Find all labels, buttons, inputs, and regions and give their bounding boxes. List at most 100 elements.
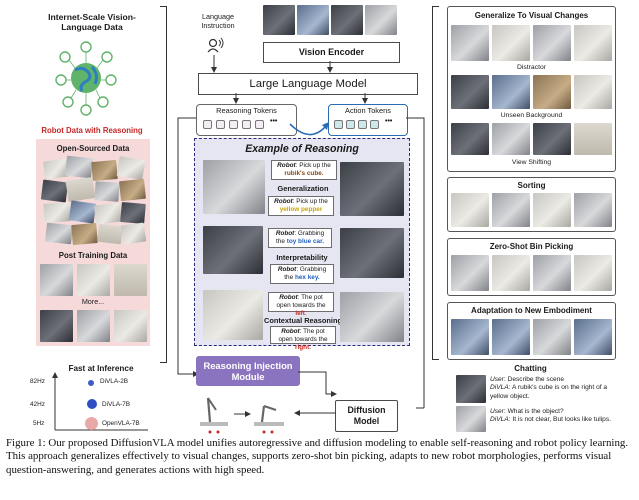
reasoning-ellipsis: ••• bbox=[270, 118, 278, 125]
injection-module: Reasoning Injection Module bbox=[196, 356, 300, 386]
action-tokens-box: Action Tokens ••• bbox=[328, 104, 408, 136]
diffusion-model-box: Diffusion Model bbox=[335, 400, 398, 432]
caption-text: Our proposed DiffusionVLA model unifies … bbox=[6, 437, 629, 476]
arrow-llm-to-reasoning bbox=[233, 93, 239, 104]
bubble-suffix: . bbox=[309, 344, 311, 351]
user-label: User bbox=[490, 408, 504, 415]
chat-message: User: Describe the scene DiVLA: A rubik'… bbox=[490, 376, 622, 401]
example-photo bbox=[203, 290, 263, 340]
right-bubble: Robot: Pick up the yellow pepper bbox=[268, 196, 334, 216]
left-bubble: Robot: The pot open towards the left. bbox=[268, 292, 334, 317]
model-label: DiVLA bbox=[490, 384, 509, 392]
robot-label: Robot bbox=[277, 162, 296, 169]
inference-row: 42Hz DiVLA-7B bbox=[30, 399, 156, 411]
inference-row: 5Hz OpenVLA-7B bbox=[30, 417, 156, 431]
diffusion-model-label: Diffusion Model bbox=[347, 405, 386, 426]
bubble-highlight: right bbox=[295, 344, 310, 351]
globe-network-icon bbox=[55, 41, 117, 116]
left-brace bbox=[160, 6, 167, 363]
speaker-icon bbox=[207, 37, 224, 53]
example-title: Example of Reasoning bbox=[245, 143, 359, 155]
bubble-highlight: left bbox=[295, 310, 305, 317]
arrow-injection-to-diffusion bbox=[298, 371, 337, 397]
user-label: User bbox=[490, 376, 504, 383]
bubble-text: : Grabbing the bbox=[284, 266, 327, 281]
robot-arm-illustration bbox=[200, 397, 284, 434]
zero-shot-panel: Zero-Shot Bin Picking bbox=[447, 238, 616, 296]
bubble-text: : The pot open towards the bbox=[278, 328, 328, 343]
inference-row: 82Hz DiVLA-2B bbox=[30, 378, 156, 390]
reasoning-token bbox=[255, 120, 264, 129]
reasoning-token bbox=[229, 120, 238, 129]
model-label: DiVLA-2B bbox=[100, 378, 129, 385]
llm-box: Large Language Model bbox=[198, 73, 418, 95]
adaptation-title: Adaptation to New Embodiment bbox=[471, 306, 592, 315]
chat-photo bbox=[456, 375, 486, 403]
model-label: DiVLA-7B bbox=[102, 401, 131, 408]
sorting-title: Sorting bbox=[517, 181, 546, 190]
example-photo bbox=[340, 292, 404, 342]
vision-encoder-box: Vision Encoder bbox=[263, 42, 400, 63]
arrow-vision-to-llm bbox=[327, 61, 333, 73]
bubble-suffix: . bbox=[304, 310, 307, 317]
right-brace bbox=[432, 6, 439, 360]
bubble-text: : Pick up the bbox=[295, 162, 331, 169]
right-bubble: Robot: Grabbing the hex key. bbox=[270, 264, 334, 284]
robot-label: Robot bbox=[277, 266, 297, 273]
example-photo bbox=[203, 226, 263, 274]
user-text: : Describe the scene bbox=[503, 376, 565, 383]
language-instruction-label: Language Instruction bbox=[201, 12, 235, 30]
speed-dot bbox=[85, 417, 98, 430]
more-label: More... bbox=[81, 297, 105, 306]
action-ellipsis: ••• bbox=[385, 118, 393, 125]
robot-label: Robot bbox=[279, 294, 298, 301]
model-text: : A rubik's cube is on the right of a ye… bbox=[490, 384, 608, 400]
speed-dot bbox=[87, 399, 97, 409]
zero-shot-title: Zero-Shot Bin Picking bbox=[489, 242, 574, 251]
bubble-highlight: yellow pepper bbox=[279, 206, 323, 213]
reasoning-tokens-label: Reasoning Tokens bbox=[216, 106, 277, 115]
left-bubble: Robot: Grabbing the toy blue car. bbox=[268, 228, 332, 248]
bubble-highlight: toy blue car. bbox=[286, 238, 324, 245]
llm-label: Large Language Model bbox=[249, 78, 367, 90]
vision-frames bbox=[263, 5, 403, 37]
bubble-highlight: rubik's cube. bbox=[284, 170, 324, 177]
action-token bbox=[346, 120, 355, 129]
model-text: : It is not clear, But looks like tulips… bbox=[508, 416, 611, 424]
robot-label: Robot bbox=[274, 198, 293, 205]
chat-message: User: What is the object? DiVLA: It is n… bbox=[490, 408, 622, 425]
tokens-curved-arrow bbox=[289, 122, 329, 136]
generalize-panel: Generalize To Visual Changes Distractor … bbox=[447, 6, 616, 172]
arrow-lang-to-llm bbox=[211, 55, 217, 73]
speed-dot bbox=[88, 380, 94, 386]
injection-module-label: Reasoning Injection Module bbox=[203, 360, 293, 382]
robot-label: Robot bbox=[281, 328, 300, 335]
reasoning-token bbox=[242, 120, 251, 129]
vision-encoder-label: Vision Encoder bbox=[298, 47, 365, 57]
hz-label: 5Hz bbox=[33, 420, 45, 427]
chat-photo bbox=[456, 406, 486, 432]
hz-label: 42Hz bbox=[30, 401, 45, 408]
reasoning-token bbox=[216, 120, 225, 129]
reasoning-token bbox=[203, 120, 212, 129]
robot-data-label: Robot Data with Reasoning bbox=[41, 126, 143, 135]
view-shifting-label: View Shifting bbox=[511, 159, 552, 166]
arrow-diffusion-to-robot bbox=[294, 410, 336, 416]
section-label: Interpretability bbox=[276, 253, 328, 262]
bubble-text: : Grabbing the bbox=[276, 230, 325, 245]
section-label: Generalization bbox=[277, 184, 329, 193]
user-text: : What is the object? bbox=[503, 408, 564, 415]
bubble-highlight: hex key. bbox=[294, 274, 320, 281]
inference-title: Fast at Inference bbox=[68, 364, 134, 373]
reasoning-tokens-box: Reasoning Tokens ••• bbox=[196, 104, 297, 136]
example-photo bbox=[340, 228, 404, 278]
example-photo bbox=[203, 160, 265, 214]
right-bubble: Robot: The pot open towards the right. bbox=[270, 326, 336, 351]
open-sourced-collage bbox=[40, 155, 147, 246]
example-photo bbox=[340, 162, 404, 216]
inference-axis bbox=[52, 372, 148, 431]
hz-label: 82Hz bbox=[30, 378, 45, 385]
left-bubble: Robot: Pick up the rubik's cube. bbox=[271, 160, 337, 180]
model-label: DiVLA bbox=[490, 416, 509, 424]
unseen-background-label: Unseen Background bbox=[500, 112, 563, 119]
